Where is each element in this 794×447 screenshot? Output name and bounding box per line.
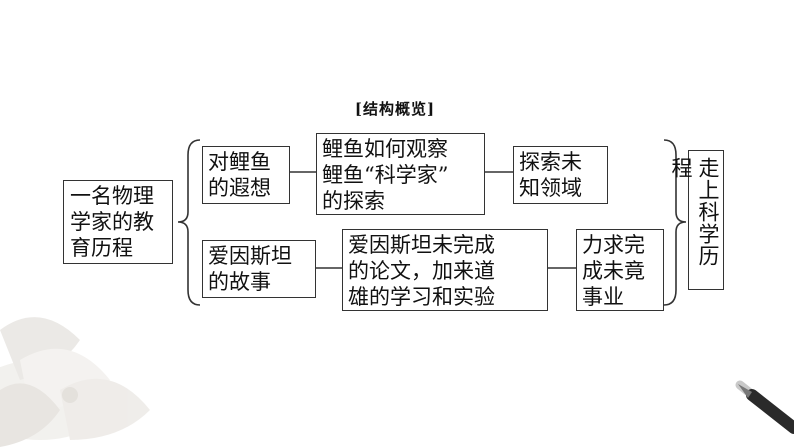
section-title: [结构概览] (354, 100, 436, 118)
branch-2-topic-box: 爱因斯坦的故事 (202, 240, 316, 298)
branch-2-result-box: 力求完成未竟事业 (576, 229, 664, 311)
branch-2-detail-box: 爱因斯坦未完成 的论文，加来道 雄的学习和实验 (342, 229, 548, 311)
branch-1-result-box: 探索未知领域 (513, 146, 608, 204)
root-box: 一名物理学家的教育历程 (63, 180, 173, 264)
branch-1-topic-box: 对鲤鱼的遐想 (202, 146, 290, 204)
conclusion-box: 走上科学历程 (669, 150, 724, 290)
brush-decoration (735, 380, 794, 434)
lotus-flower-decoration (0, 317, 150, 447)
branch-1-detail-box: 鲤鱼如何观察 鲤鱼“科学家” 的探索 (316, 133, 485, 215)
